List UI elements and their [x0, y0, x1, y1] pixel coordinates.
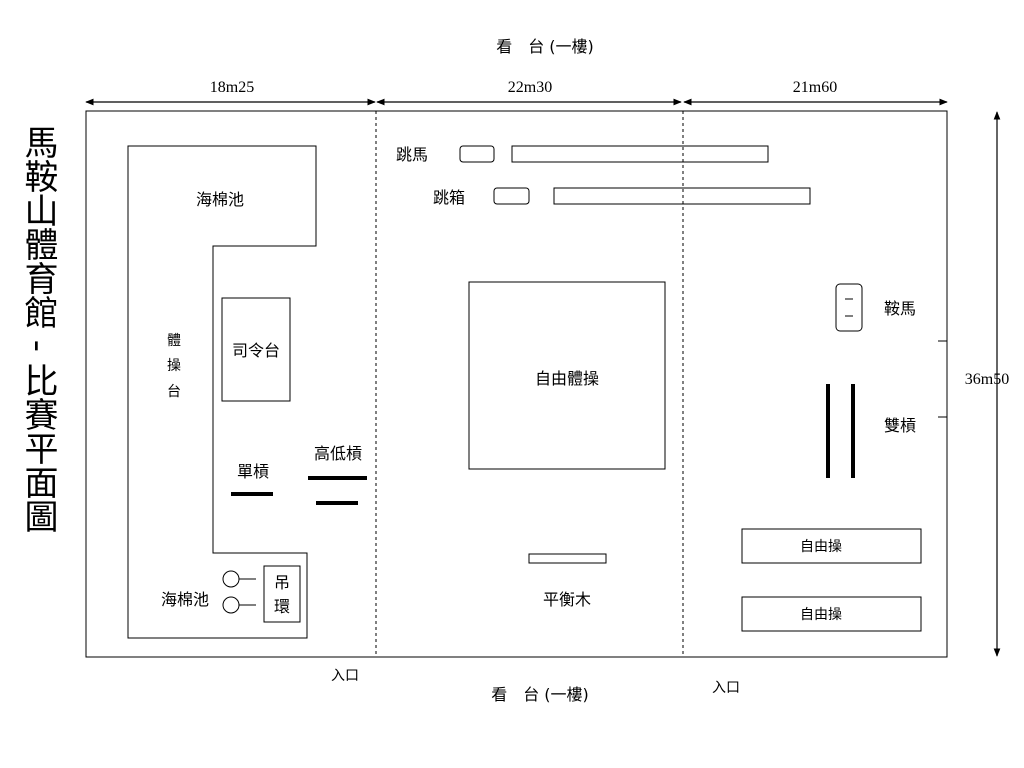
platform-label-1: 體 [167, 333, 181, 349]
ring-bottom [222, 596, 240, 614]
rings-box [263, 565, 301, 623]
floor-exercise-area [468, 281, 666, 470]
platform-label-2: 操 [167, 358, 181, 374]
sponge-pit-top-label: 海棉池 [196, 190, 244, 209]
vault-box-label: 跳箱 [433, 188, 465, 207]
sponge-pit-bottom-label: 海棉池 [161, 590, 209, 609]
parallel-bars-label: 雙槓 [884, 416, 916, 435]
dim-label-left: 18m25 [210, 79, 254, 96]
command-stand-label: 司令台 [232, 341, 280, 360]
entrance-right-label: 入口 [712, 680, 740, 696]
stand-label-bottom: 看 台 (一樓) [491, 685, 589, 704]
dim-label-middle: 22m30 [508, 79, 552, 96]
uneven-bars-label: 高低槓 [314, 444, 362, 463]
floor-exercise-label: 自由體操 [535, 369, 599, 388]
stand-label-top: 看 台 (一樓) [496, 37, 594, 56]
vault-runway [511, 145, 769, 163]
pommel-horse-label: 鞍馬 [884, 299, 916, 318]
floor-mat-1 [741, 528, 922, 564]
hall-outline [85, 110, 948, 658]
pommel-horse [835, 283, 863, 332]
rings-label-1: 吊 [274, 573, 290, 592]
vault-box-board [493, 187, 530, 205]
balance-beam [528, 553, 607, 564]
vertical-title: 馬鞍山體育館 - 比賽平面圖 [18, 125, 58, 533]
vault-label: 跳馬 [396, 145, 428, 164]
command-stand-box [221, 297, 291, 402]
vault-box-runway [553, 187, 811, 205]
platform-label-3: 台 [167, 384, 181, 400]
gymnastics-platform-outline [127, 145, 317, 639]
horizontal-bar-label: 單槓 [237, 462, 269, 481]
rings-label-2: 環 [274, 597, 290, 616]
dim-label-right: 21m60 [793, 79, 837, 96]
ring-top [222, 570, 240, 588]
floor-mat-2-label: 自由操 [800, 607, 842, 623]
floor-mat-1-label: 自由操 [800, 539, 842, 555]
balance-beam-label: 平衡木 [543, 590, 591, 609]
floor-mat-2 [741, 596, 922, 632]
entrance-left-label: 入口 [331, 668, 359, 684]
dim-label-height: 36m50 [965, 371, 1009, 388]
vault-board [459, 145, 495, 163]
